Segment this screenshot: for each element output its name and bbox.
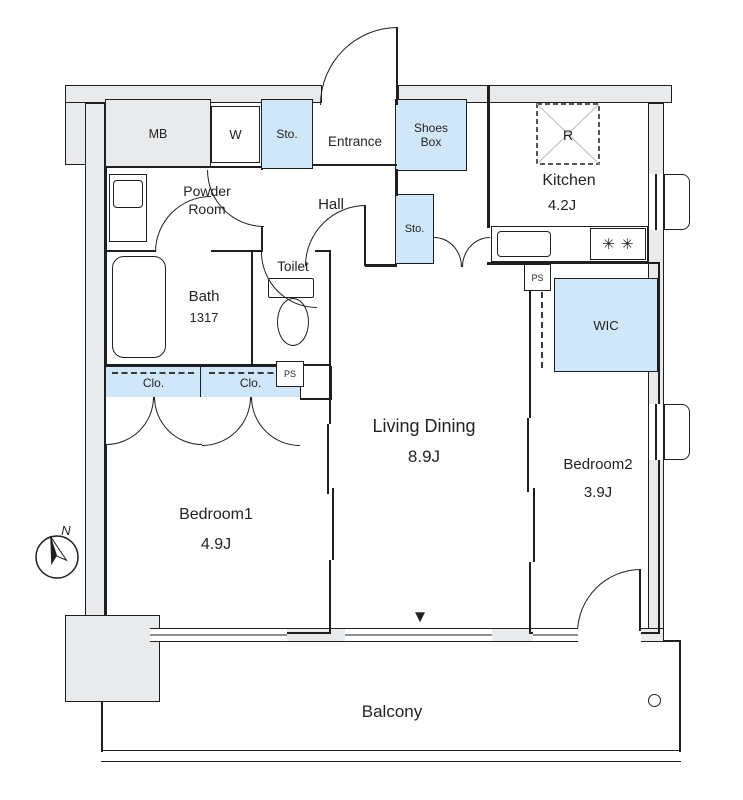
ps-label: PS [283, 369, 296, 379]
hall-label: Hall [318, 196, 344, 213]
vanity-sink [113, 180, 143, 208]
balcony-drain [648, 694, 661, 707]
door-leaf [396, 27, 398, 105]
door-leaf [364, 205, 366, 266]
balcony-edge-right [679, 642, 681, 752]
sliding-door-panel [527, 418, 529, 492]
storage-top: Sto. [261, 99, 313, 169]
window-frame-exterior [664, 404, 690, 460]
balcony-door-marker: ▼ [411, 607, 429, 626]
door-opening [577, 628, 641, 642]
washer-label: W [229, 127, 242, 142]
refrigerator-space: R [536, 103, 600, 165]
bedroom1-size: 4.9J [200, 536, 232, 553]
balcony-edge-left [101, 698, 103, 752]
balcony-edge-top [664, 640, 681, 642]
balcony-label: Balcony [361, 702, 423, 721]
wic-label: WIC [593, 317, 619, 333]
storage-top-label: Sto. [276, 127, 298, 141]
ps-label: PS [531, 272, 544, 283]
door-arc-entrance [320, 27, 398, 105]
mb-label: MB [148, 126, 168, 141]
wall-segment [487, 262, 533, 265]
closet-pole [209, 372, 293, 374]
powder-line2: Room [188, 201, 226, 218]
compass-n-label: N [61, 523, 71, 538]
pipe-space-kitchen: PS [524, 264, 551, 291]
burner-icon: ✳ [602, 236, 615, 253]
wall-segment [395, 169, 398, 196]
sliding-door-opening [527, 418, 535, 562]
bedroom2-label: Bedroom2 [563, 456, 633, 473]
bath-label: Bath [188, 288, 220, 305]
entrance-label: Entrance [327, 134, 383, 149]
compass-needle [49, 535, 68, 566]
door-opening [263, 248, 315, 253]
shoes-box-label-1: Shoes [413, 120, 449, 135]
sliding-door-panel [533, 488, 535, 562]
living-dining-size: 8.9J [407, 447, 441, 466]
closet-right-label: Clo. [239, 376, 262, 390]
kitchen-label: Kitchen [542, 172, 596, 189]
closet-pole [112, 372, 194, 374]
bath-size: 1317 [189, 310, 219, 325]
entrance-step-line [313, 164, 397, 166]
walk-in-closet: WIC [554, 278, 658, 372]
bathtub [112, 256, 166, 358]
vanity-unit [109, 174, 147, 242]
kitchen-sink [497, 231, 551, 257]
window-kitchen-side [648, 174, 664, 230]
wall-segment [329, 366, 332, 400]
wall-segment [365, 264, 397, 267]
door-leaf [639, 569, 641, 631]
fridge-label: R [563, 127, 573, 143]
exterior-wall-top-right [398, 85, 672, 103]
window-living [345, 628, 492, 642]
storage-hall-label: Sto. [404, 223, 425, 235]
room-meter-box: MB [105, 99, 211, 168]
bedroom1-label: Bedroom1 [179, 506, 253, 523]
pipe-space-sanitary: PS [276, 361, 304, 387]
wic-folding-door [541, 282, 543, 368]
storage-hall: Sto. [395, 194, 434, 264]
compass: N [35, 523, 79, 579]
wall-segment [487, 85, 490, 228]
window-bedroom2-side [648, 404, 664, 460]
door-arc-kitchen-left [434, 237, 462, 267]
window-bedroom1 [150, 628, 287, 642]
shoes-box-label-2: Box [420, 135, 442, 149]
powder-line1: Powder [183, 183, 231, 199]
window-bedroom2 [533, 628, 578, 642]
door-arc-hall [305, 205, 366, 266]
door-arc-kitchen-right [462, 237, 490, 267]
powder-room-label: Powder Room [183, 182, 230, 218]
bedroom2-size: 3.9J [583, 484, 613, 501]
structural-column [65, 615, 160, 702]
living-dining-label: Living Dining [372, 416, 476, 436]
sliding-door-opening [327, 424, 335, 560]
stove: ✳ ✳ [590, 228, 646, 260]
closet-left: Clo. [105, 366, 202, 400]
sliding-door-panel [327, 424, 329, 494]
toilet-label: Toilet [277, 259, 309, 274]
shoes-box: Shoes Box [395, 99, 467, 171]
burner-icon: ✳ [621, 236, 634, 253]
sliding-door-panel [332, 488, 334, 560]
kitchen-size: 4.2J [547, 197, 577, 214]
balcony-railing [101, 750, 681, 762]
window-frame-exterior [664, 174, 690, 230]
washer-space: W [211, 106, 260, 163]
closet-left-label: Clo. [142, 376, 165, 390]
